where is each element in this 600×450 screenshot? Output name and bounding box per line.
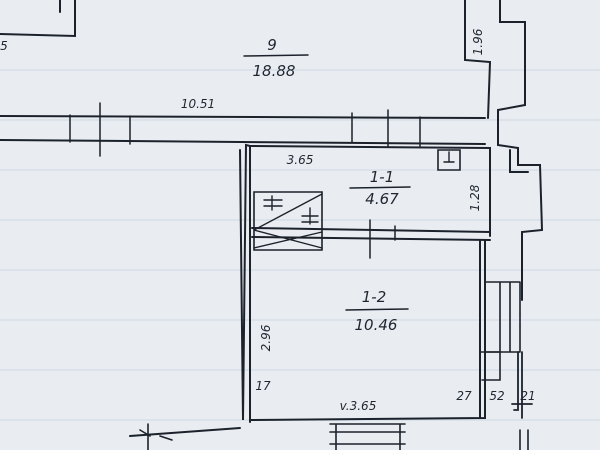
dimension-bottom-width: v.3.65 [340,399,377,413]
dimension-left-edge: 5 [0,39,8,53]
room-1-1-outline [249,145,491,259]
dimension-wall-21: 21 [520,389,535,403]
room-1-1-number: 1-1 [370,168,395,186]
dimension-top-wall: 10.51 [181,97,215,111]
dimension-room-1-1-height: 1.28 [468,184,482,211]
top-wall [0,102,486,157]
room-1-1-divider [349,186,411,189]
window-right [479,281,533,419]
room-1-2-number: 1-2 [362,288,387,306]
dimension-opening-52: 52 [489,389,504,403]
shower-fixture [253,191,323,251]
room-9-divider [243,54,309,57]
dimension-room-1-1-width: 3.65 [287,153,314,167]
upper-left-walls [0,0,76,38]
room-1-2-outline [249,239,486,421]
sink-fixture [437,149,461,171]
room-1-1-area: 4.67 [365,190,399,208]
dimension-top-right-vertical: 1.96 [471,28,485,55]
paper-grid [0,69,600,421]
rooms-left-wall [239,143,251,423]
room-9-area: 18.88 [253,62,296,80]
dimension-wall-27: 27 [456,389,472,403]
bottom-walls [129,423,529,450]
room-1-2-area: 10.46 [355,316,398,334]
room-1-2-divider [345,308,409,311]
right-outer-walls [464,0,544,301]
dimension-wall-17: 17 [255,379,271,393]
dimension-room-1-2-height: 2.96 [259,324,273,351]
room-9-number: 9 [267,36,277,54]
